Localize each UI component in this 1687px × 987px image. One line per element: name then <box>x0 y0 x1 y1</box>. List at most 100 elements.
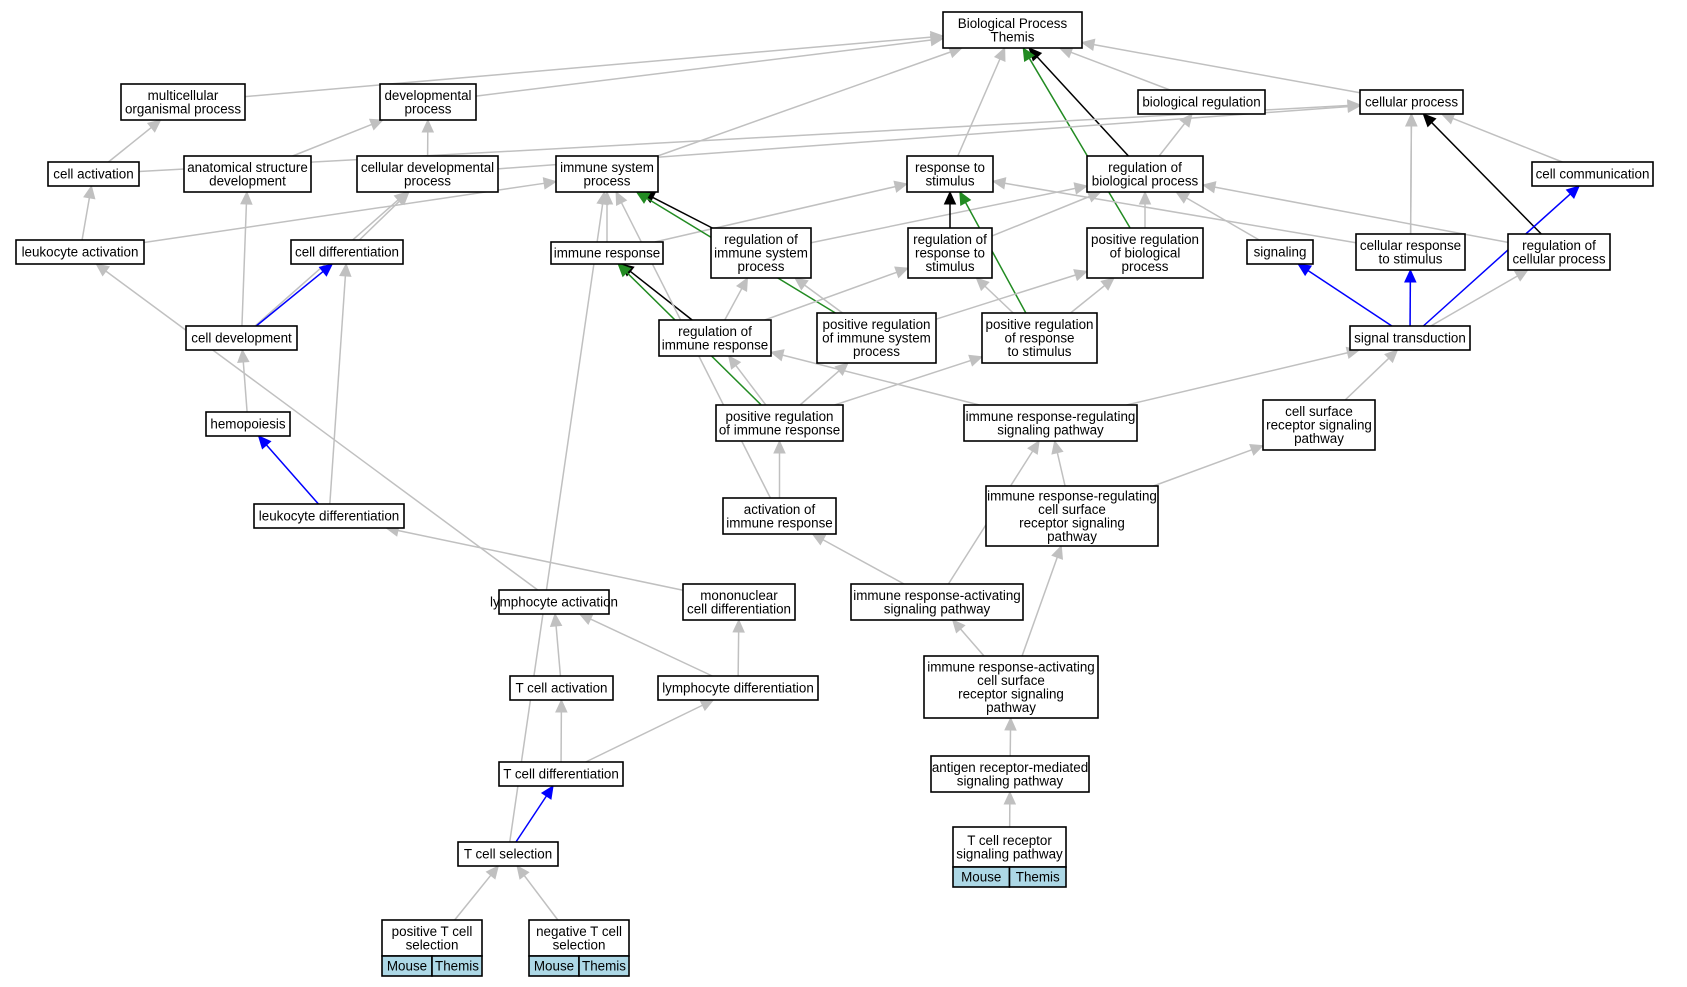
edge-tcs-to-tcd <box>515 784 554 843</box>
edge-arrowhead <box>83 184 96 200</box>
edge-line <box>834 359 971 406</box>
edge-arrowhead <box>834 362 849 376</box>
annotation-cell <box>1008 866 1067 888</box>
edge-tcd-to-lymd <box>585 699 715 763</box>
node-ld[interactable]: leukocyte differentiation <box>253 503 405 529</box>
edge-arrowhead <box>555 698 568 713</box>
node-label-line: immune response <box>726 515 832 530</box>
edge-cdev-to-asd <box>240 190 253 327</box>
edge-irasp-to-air <box>811 533 905 585</box>
node-tcd[interactable]: T cell differentiation <box>498 761 624 787</box>
node-label-line: stimulus <box>925 173 974 188</box>
node-la[interactable]: leukocyte activation <box>15 239 145 265</box>
edge-armsp-to-iracs <box>1004 716 1017 757</box>
edge-line <box>509 203 604 843</box>
edge-rir-to-rrs <box>764 266 910 321</box>
edge-line <box>515 795 548 843</box>
edge-arrowhead <box>959 190 972 206</box>
edge-arrowhead <box>699 699 715 712</box>
node-cc[interactable]: cell communication <box>1531 161 1654 187</box>
edge-arrowhead <box>542 177 558 190</box>
node-label-line: receptor signaling <box>958 686 1064 701</box>
edge-ir-to-rs <box>654 180 909 243</box>
edge-line <box>107 126 152 163</box>
node-box <box>952 826 1067 868</box>
edge-arrowhead <box>993 46 1006 62</box>
node-lact[interactable]: lymphocyte activation <box>490 589 618 615</box>
edge-line <box>735 365 767 406</box>
node-label-line: signaling pathway <box>997 422 1104 437</box>
edge-arrowhead <box>1138 190 1152 205</box>
node-br[interactable]: biological regulation <box>1137 89 1266 115</box>
annotation-cell <box>578 955 630 977</box>
node-ir[interactable]: immune response <box>550 241 664 265</box>
node-cdev[interactable]: cell development <box>185 325 298 351</box>
edge-cdp-to-dp <box>421 118 435 157</box>
node-label-line: leukocyte activation <box>22 245 139 260</box>
edge-arrowhead <box>1100 277 1115 291</box>
edge-arrowhead <box>1004 716 1017 731</box>
edge-asd-to-dp <box>292 118 384 157</box>
node-label-line: of biological <box>1110 246 1181 261</box>
edge-arrowhead <box>1422 113 1437 128</box>
edge-line <box>1056 452 1066 487</box>
node-tcs[interactable]: T cell selection <box>457 841 559 867</box>
node-box <box>1246 239 1314 265</box>
edge-arrowhead <box>943 190 957 205</box>
edge-st-to-rcp <box>1430 269 1529 327</box>
node-label-line: cell activation <box>53 167 133 182</box>
node-tca[interactable]: T cell activation <box>509 675 614 701</box>
edge-line <box>329 275 347 505</box>
node-box <box>1349 325 1471 351</box>
node-lymd[interactable]: lymphocyte differentiation <box>657 675 819 701</box>
edge-arrowhead <box>1347 100 1362 113</box>
node-ca[interactable]: cell activation <box>47 161 140 187</box>
edge-hemo-to-cdev <box>237 348 250 413</box>
edge-line <box>244 36 932 98</box>
edges-layer <box>81 30 1581 921</box>
edge-rir-to-risp <box>724 276 749 321</box>
edge-prir-to-rir <box>727 355 767 406</box>
edge-rcp-to-rbp <box>1201 181 1509 244</box>
edge-line <box>590 618 713 677</box>
edge-dp-to-bp <box>475 33 945 97</box>
node-cp[interactable]: cellular process <box>1359 89 1464 115</box>
node-sig[interactable]: signaling <box>1246 239 1314 265</box>
node-box <box>498 589 610 615</box>
node-label-line: antigen receptor-mediated <box>932 760 1088 775</box>
node-hemo[interactable]: hemopoiesis <box>205 411 291 437</box>
edge-mcd-to-ld <box>385 524 684 591</box>
node-st[interactable]: signal transduction <box>1349 325 1471 351</box>
node-cd[interactable]: cell differentiation <box>290 239 404 265</box>
node-label-line: lymphocyte activation <box>490 595 618 610</box>
edge-arrowhead <box>339 262 352 277</box>
